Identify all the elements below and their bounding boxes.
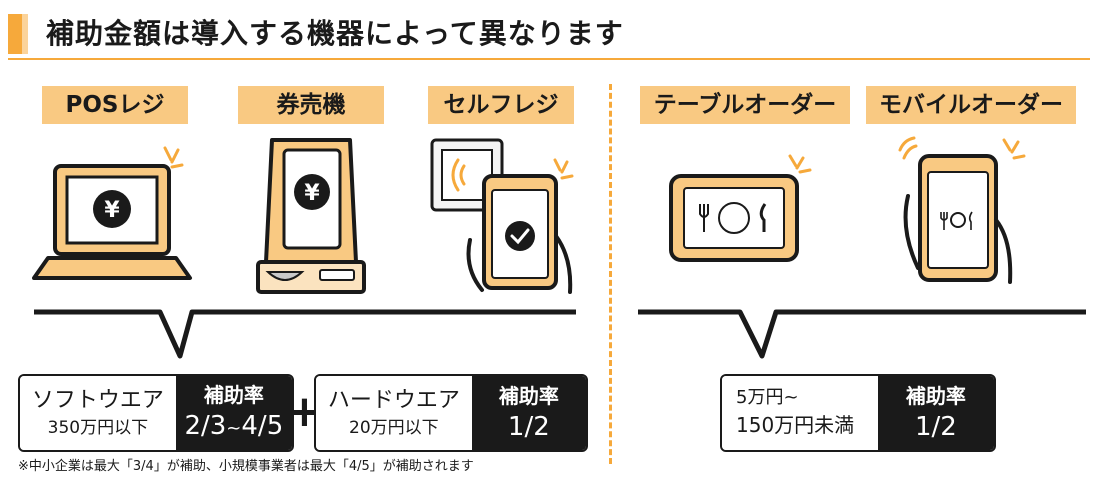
label-ticket-machine: 券売機 [238,86,384,124]
label-mobile-order: モバイルオーダー [866,86,1076,124]
yen-icon: ¥ [304,181,320,206]
ticket-machine-icon: ¥ [256,138,366,294]
mobile-icon [898,136,1026,284]
group-separator [609,84,612,464]
laptop-icon: ¥ [32,146,192,280]
hardware-rate-value: 1/2 [507,412,550,442]
software-subsidy-box: ソフトウエア 350万円以下 補助率 2/3~4/5 [18,374,294,452]
page-title: 補助金額は導入する機器によって異なります [46,17,624,50]
label-table-order: テーブルオーダー [640,86,850,124]
order-subsidy-box: 5万円~ 150万円未満 補助率 1/2 [720,374,996,452]
label-pos-register: POSレジ [42,86,188,124]
footnote: ※中小企業は最大「3/4」が補助、小規模事業者は最大「4/5」が補助されます [18,459,474,474]
software-rate-values: 2/3~4/5 [184,409,283,446]
hardware-rate-label: 補助率 [498,384,559,408]
software-rate-label: 補助率 [203,382,264,407]
software-rate-separator: ~ [226,417,242,439]
yen-icon: ¥ [104,198,120,223]
tablet-icon [669,154,812,262]
software-rate-a: 2/3 [184,410,227,441]
hardware-subsidy-box: ハードウエア 20万円以下 補助率 1/2 [314,374,588,452]
header-accent-bar [8,14,22,54]
software-title: ソフトウエア [31,388,164,413]
label-self-register: セルフレジ [428,86,574,124]
software-rate-b: 4/5 [241,410,284,441]
order-rate-label: 補助率 [905,384,966,408]
header-accent-bar-light [22,14,28,54]
order-amount-line1: 5万円~ [736,387,799,408]
software-amount: 350万円以下 [47,418,149,438]
self-register-icon [430,138,574,294]
order-amount-line2: 150万円未満 [736,413,855,437]
hardware-amount: 20万円以下 [349,418,439,438]
bubble-line-right [638,309,1086,359]
order-rate-value: 1/2 [914,412,957,442]
header-underline [8,58,1090,60]
bubble-line-left [34,309,576,359]
hardware-title: ハードウエア [327,388,460,413]
